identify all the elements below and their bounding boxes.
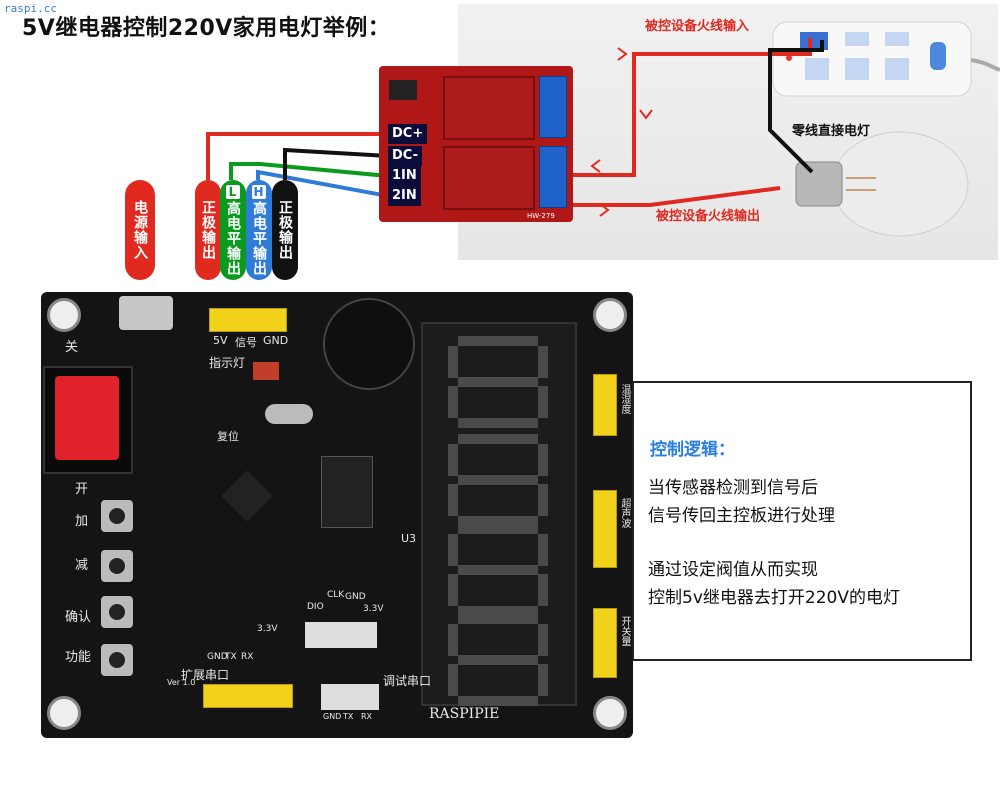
label-switch-input: 开关量: [619, 616, 630, 646]
live-output-label: 被控设备火线输出: [656, 209, 761, 224]
dio-pin-dio: DIO: [307, 602, 324, 612]
power-input-tag: 电源输入: [125, 180, 155, 280]
button-function[interactable]: [101, 644, 133, 676]
positive-output-tag-1: 正极输出: [195, 180, 221, 280]
serial-pin-tx: TX: [225, 652, 237, 662]
label-indicator: 指示灯: [209, 356, 246, 370]
positive-output-label-2: 正极输出: [277, 200, 293, 260]
label-off: 关: [65, 340, 79, 355]
high-level-prefix-1: L: [226, 184, 240, 199]
jumper: [389, 80, 417, 100]
mount-hole-tr: [593, 298, 627, 332]
positive-output-label-1: 正极输出: [200, 200, 216, 260]
mount-hole-tl: [47, 298, 81, 332]
label-version: Ver 1.0: [167, 678, 196, 687]
header-temp-humidity: [593, 374, 617, 436]
pin-dc-minus: DC-: [388, 146, 423, 166]
power-strip-image: [772, 21, 1000, 97]
relay-terminal-1: [539, 76, 567, 138]
label-gnd: GND: [263, 334, 289, 347]
high-level-prefix-2: H: [252, 184, 266, 199]
mcu-chip: [221, 470, 273, 522]
logic-line-4: 控制5v继电器去打开220V的电灯: [648, 588, 900, 608]
relay-2: [443, 146, 535, 210]
label-subtract: 减: [75, 558, 89, 573]
debug-pin-gnd: GND: [323, 712, 342, 721]
dio-pin-clk: CLK: [327, 590, 345, 600]
pin-2in: 2IN: [388, 186, 421, 206]
label-on: 开: [75, 482, 89, 497]
switch-rocker[interactable]: [55, 376, 119, 460]
light-bulb-image: [795, 131, 969, 237]
button-confirm[interactable]: [101, 596, 133, 628]
logic-title: 控制逻辑：: [650, 440, 735, 460]
usb-c-port: [119, 296, 173, 330]
label-add: 加: [75, 514, 89, 529]
serial-pin-3v3: 3.3V: [257, 624, 278, 634]
dio-pin-3v3: 3.3V: [363, 604, 384, 614]
logic-line-2: 信号传回主控板进行处理: [648, 506, 835, 526]
brand-label: RASPIPIE: [429, 706, 500, 722]
watermark: raspi.cc: [4, 2, 57, 15]
power-input-label: 电源输入: [132, 200, 148, 260]
relay-terminal-2: [539, 146, 567, 208]
dio-connector: [305, 622, 377, 648]
serial-pin-gnd: GND: [207, 652, 228, 662]
dio-pin-gnd: GND: [345, 592, 366, 602]
button-subtract[interactable]: [101, 550, 133, 582]
button-add[interactable]: [101, 500, 133, 532]
live-input-label: 被控设备火线输入: [645, 19, 750, 34]
seg-digit-2: [443, 434, 553, 526]
seven-segment-display: [421, 322, 577, 706]
page-title: 5V继电器控制220V家用电灯举例：: [22, 16, 391, 41]
control-logic-box: 控制逻辑： 当传感器检测到信号后 信号传回主控板进行处理 通过设定阀值从而实现 …: [632, 381, 972, 661]
label-debug-serial: 调试串口: [383, 674, 432, 688]
main-control-board: RASPIPIE U3 关 开 加 减 确认 功能 5V 信号 GND 指示灯 …: [41, 292, 633, 738]
relay-model: HW-279: [527, 212, 555, 220]
label-reset: 复位: [217, 430, 239, 443]
label-5v: 5V: [213, 334, 228, 347]
header-ultrasonic: [593, 490, 617, 568]
label-confirm: 确认: [65, 610, 92, 625]
header-switch: [593, 608, 617, 678]
relay-1: [443, 76, 535, 140]
pin-dc-plus: DC+: [388, 124, 428, 144]
mount-hole-bl: [47, 696, 81, 730]
label-temp-humidity: 温湿度: [619, 384, 630, 414]
header-expand-serial: [203, 684, 293, 708]
pin-1in: 1IN: [388, 166, 421, 186]
serial-pin-rx: RX: [241, 652, 254, 662]
seg-digit-1: [443, 336, 553, 428]
neutral-label: 零线直接电灯: [792, 124, 871, 139]
crystal: [265, 404, 313, 424]
high-level-output-tag-1: L 高电平输出: [220, 180, 246, 280]
u3-label: U3: [401, 532, 417, 545]
debug-pin-tx: TX: [343, 712, 354, 721]
indicator-led: [253, 362, 279, 380]
high-level-output-tag-2: H 高电平输出: [246, 180, 272, 280]
debug-pin-rx: RX: [361, 712, 373, 721]
debug-connector: [321, 684, 379, 710]
mount-hole-br: [593, 696, 627, 730]
relay-module: HW-279: [379, 66, 573, 222]
logic-line-1: 当传感器检测到信号后: [648, 478, 818, 498]
label-expand-serial: 扩展串口: [181, 668, 230, 682]
label-signal: 信号: [235, 336, 257, 349]
ic-chip: [321, 456, 373, 528]
high-level-output-label-1: 高电平输出: [225, 200, 241, 276]
label-ultrasonic: 超声波: [619, 498, 630, 528]
power-switch[interactable]: [43, 366, 133, 474]
buzzer: [323, 298, 415, 390]
header-5v-signal-gnd: [209, 308, 287, 332]
high-level-output-label-2: 高电平输出: [251, 200, 267, 276]
logic-line-3: 通过设定阀值从而实现: [648, 560, 818, 580]
seg-digit-4: [443, 614, 553, 706]
label-function: 功能: [65, 650, 92, 665]
positive-output-tag-2: 正极输出: [272, 180, 298, 280]
seg-digit-3: [443, 524, 553, 616]
